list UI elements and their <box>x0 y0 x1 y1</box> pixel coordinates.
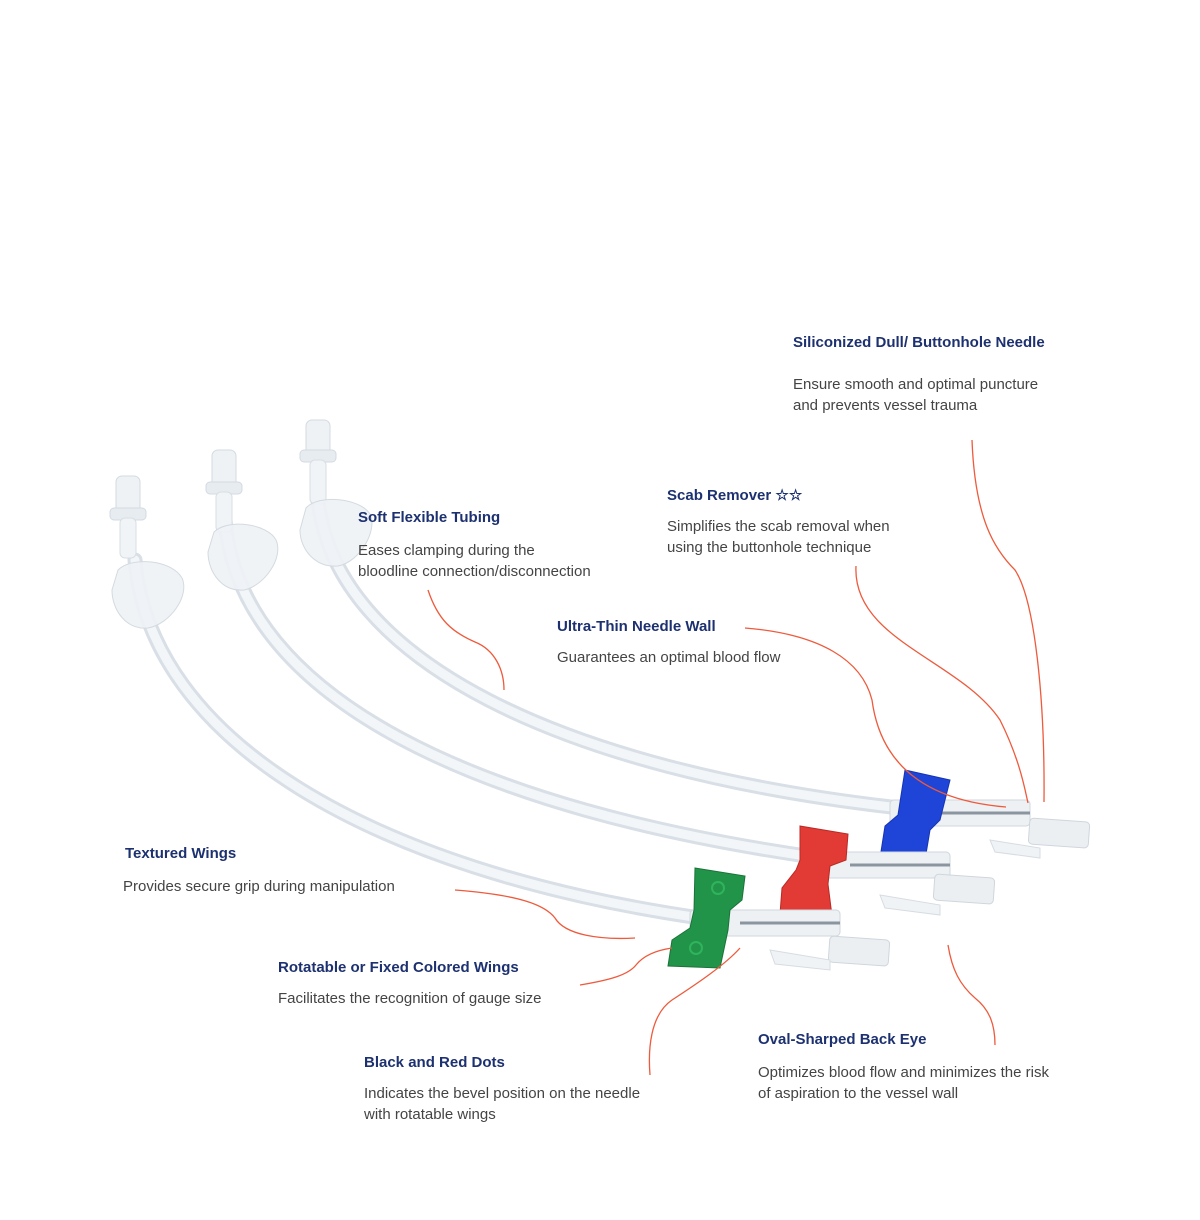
callout-title: Siliconized Dull/ Buttonhole Needle <box>793 334 1045 351</box>
callout-description: Provides secure grip during manipulation <box>123 878 395 895</box>
luer-connector <box>299 419 337 505</box>
callout-title: Oval-Sharped Back Eye <box>758 1031 927 1048</box>
leader-line-soft-tubing <box>427 589 505 691</box>
callout-scab-remover: Scab Remover ☆☆ Simplifies the scab remo… <box>667 486 890 558</box>
callout-buttonhole-needle: Siliconized Dull/ Buttonhole Needle Ensu… <box>793 334 1045 416</box>
callout-title: Ultra-Thin Needle Wall <box>557 618 716 635</box>
callout-title: Soft Flexible Tubing <box>358 509 501 526</box>
callout-colored-wings: Rotatable or Fixed Colored Wings Facilit… <box>278 959 542 1009</box>
callout-title: Textured Wings <box>125 845 237 862</box>
leader-line-buttonhole-needle <box>971 439 1045 803</box>
callout-description: Indicates the bevel position on the need… <box>364 1085 641 1123</box>
callout-title: Black and Red Dots <box>364 1054 505 1071</box>
callout-title: Rotatable or Fixed Colored Wings <box>278 959 519 976</box>
leader-line-textured-wings <box>454 889 636 940</box>
leader-line-thin-wall <box>744 627 1007 808</box>
luer-connector <box>205 449 243 533</box>
leader-line-back-eye <box>947 944 996 1046</box>
leader-line-colored-wings <box>579 947 673 986</box>
tubing-clamp <box>207 523 279 591</box>
callout-description: Ensure smooth and optimal puncture and p… <box>793 376 1039 414</box>
leader-line-scab-remover <box>855 565 1029 804</box>
leader-lines <box>427 439 1045 1076</box>
tubing-clamp <box>111 561 185 629</box>
needle-set-green <box>109 475 891 971</box>
wing-texture-dot <box>711 881 725 895</box>
luer-connector <box>109 475 147 559</box>
callout-textured-wings: Textured Wings Provides secure grip duri… <box>123 845 395 897</box>
callout-dots: Black and Red Dots Indicates the bevel p… <box>364 1054 640 1125</box>
callout-description: Eases clamping during the bloodline conn… <box>358 542 591 580</box>
callout-description: Optimizes blood flow and minimizes the r… <box>758 1064 1049 1102</box>
needle-set-blue <box>299 419 1091 861</box>
callout-thin-wall: Ultra-Thin Needle Wall Guarantees an opt… <box>557 618 780 668</box>
leader-line-dots <box>648 947 741 1076</box>
needle-set-red <box>205 449 996 917</box>
callout-soft-tubing: Soft Flexible Tubing Eases clamping duri… <box>358 509 591 582</box>
callout-description: Guarantees an optimal blood flow <box>557 649 781 666</box>
wing-green <box>667 867 746 969</box>
callout-title: Scab Remover ☆☆ <box>667 487 803 504</box>
wing-texture-dot <box>689 941 703 955</box>
callout-description: Simplifies the scab removal when using t… <box>667 518 890 556</box>
callout-description: Facilitates the recognition of gauge siz… <box>278 990 542 1007</box>
tubing-clamp <box>299 498 373 567</box>
callout-back-eye: Oval-Sharped Back Eye Optimizes blood fl… <box>758 1031 1049 1104</box>
